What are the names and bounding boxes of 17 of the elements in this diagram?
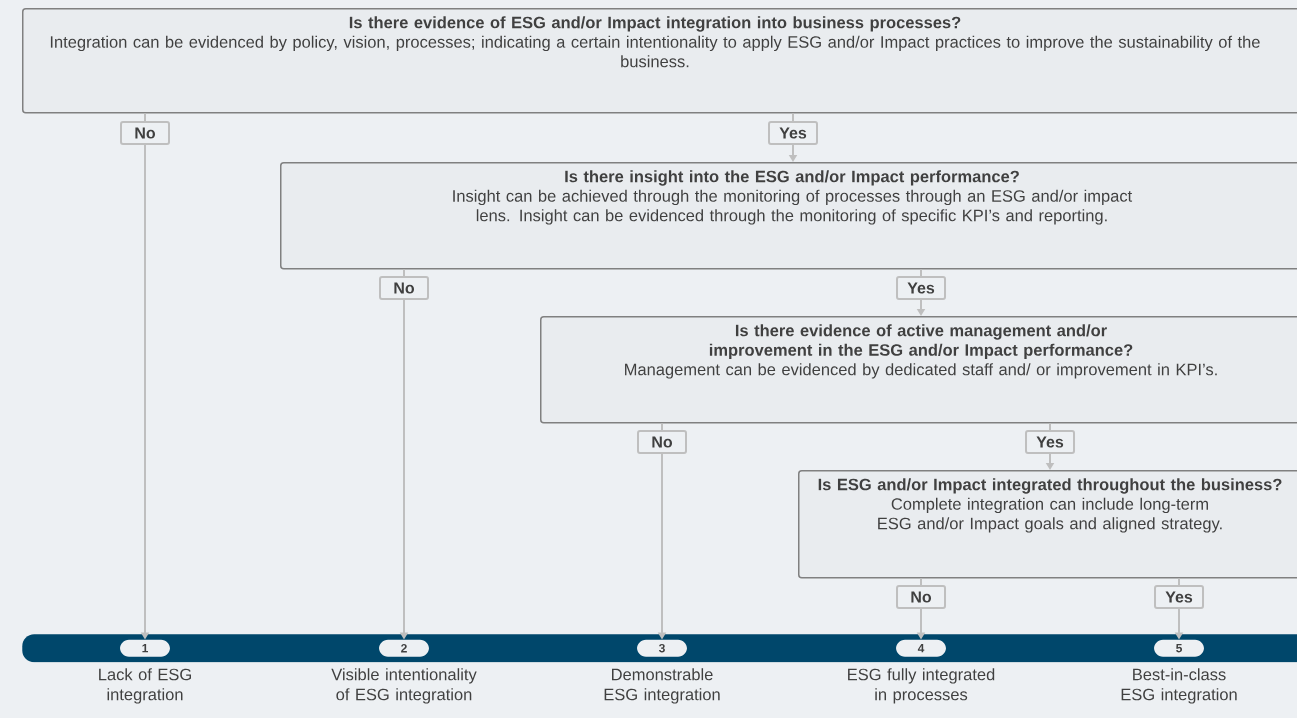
level-caption: Demonstrable ESG integration — [604, 668, 720, 704]
level-caption: ESG fully integrated in processes — [848, 668, 995, 704]
question-box: Is there evidence of active management and/or improvement in the ESG and/or Impact performance? Management can be evidenced by dedicated staff and/ or improvement in KPI’s. — [540, 316, 1297, 424]
answer-tag: Yes — [768, 121, 818, 145]
level-caption: Best-in-class ESG integration — [1121, 668, 1237, 704]
answer-tag: No — [379, 276, 429, 300]
level-caption: Visible intentionality of ESG integration — [331, 668, 477, 704]
question-box: Is there evidence of ESG and/or Impact integration into business processes? Integration can be evidenced by policy, vision, processes; indicating a certain intentionality to apply ESG and/or Impact practices to improve the sustainability of the business. — [22, 8, 1297, 114]
answer-tag: Yes — [896, 276, 946, 300]
question-box: Is ESG and/or Impact integrated throughout the business? Complete integration can include long-term ESG and/or Impact goals and aligned strategy. — [798, 470, 1297, 579]
level-caption: Lack of ESG integration — [99, 668, 191, 704]
answer-tag: Yes — [1154, 585, 1204, 609]
answer-tag: No — [637, 430, 687, 454]
question-box: Is there insight into the ESG and/or Impact performance? Insight can be achieved through the monitoring of processes through an ESG and/or impact lens. Insight can be evidenced through the monitoring of specific KPI’s and reporting. — [280, 162, 1297, 270]
answer-tag: No — [120, 121, 170, 145]
answer-tag: No — [896, 585, 946, 609]
answer-tag: Yes — [1025, 430, 1075, 454]
